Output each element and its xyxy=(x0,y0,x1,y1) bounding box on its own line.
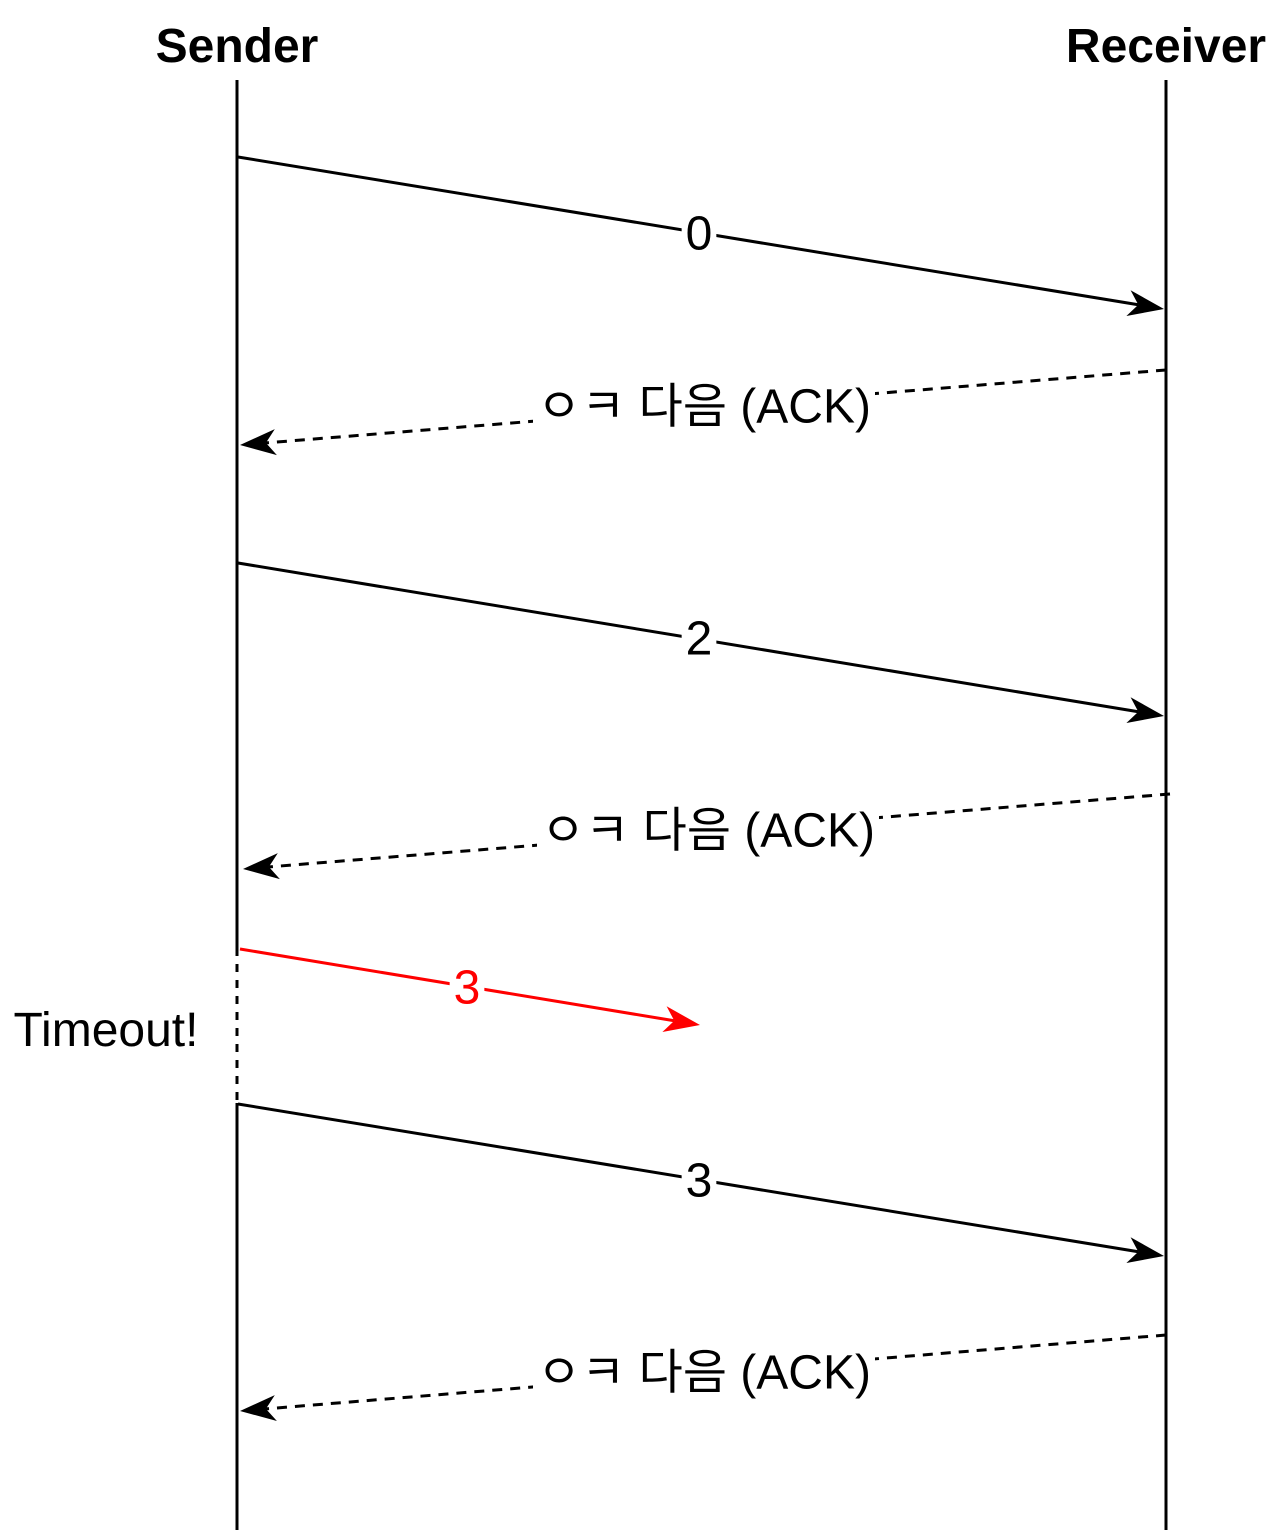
receiver-label: Receiver xyxy=(1066,20,1266,73)
message-label: 0 xyxy=(686,208,713,261)
message-label: 3 xyxy=(454,962,481,1015)
message-label-background xyxy=(533,382,875,432)
message-label: 2 xyxy=(686,613,713,666)
arrowhead-icon xyxy=(662,1006,700,1032)
arrowhead-icon xyxy=(1126,697,1164,723)
message-4: 3 xyxy=(239,947,700,1032)
arrowhead-icon xyxy=(1126,1237,1164,1263)
sender-label: Sender xyxy=(156,20,319,73)
arrowhead-icon xyxy=(240,429,277,456)
message-label: ㅇㅋ 다음 (ACK) xyxy=(537,381,871,434)
message-label-background xyxy=(681,1156,717,1206)
message-0: 0 xyxy=(237,155,1164,316)
message-5: 3 xyxy=(237,1102,1164,1263)
arrowhead-icon xyxy=(243,853,280,880)
message-label: 3 xyxy=(686,1155,713,1208)
arrowhead-icon xyxy=(1126,290,1164,316)
message-label: ㅇㅋ 다음 (ACK) xyxy=(541,805,875,858)
message-label: ㅇㅋ 다음 (ACK) xyxy=(537,1347,871,1400)
messages-group: 0 ㅇㅋ 다음 (ACK) 2 ㅇㅋ 다음 (ACK) 3 3 ㅇㅋ 다음 (ACK) xyxy=(237,155,1171,1421)
message-label-background xyxy=(533,1348,875,1398)
message-3: ㅇㅋ 다음 (ACK) xyxy=(243,792,1171,880)
message-2: 2 xyxy=(237,561,1164,723)
message-6: ㅇㅋ 다음 (ACK) xyxy=(240,1333,1167,1421)
message-1: ㅇㅋ 다음 (ACK) xyxy=(240,368,1167,456)
message-label-background xyxy=(681,209,717,259)
message-label-background xyxy=(681,614,717,664)
arrowhead-icon xyxy=(240,1395,277,1421)
message-label-background xyxy=(537,806,879,856)
message-label-background xyxy=(449,963,485,1013)
timeout-note: Timeout! xyxy=(14,1004,199,1057)
